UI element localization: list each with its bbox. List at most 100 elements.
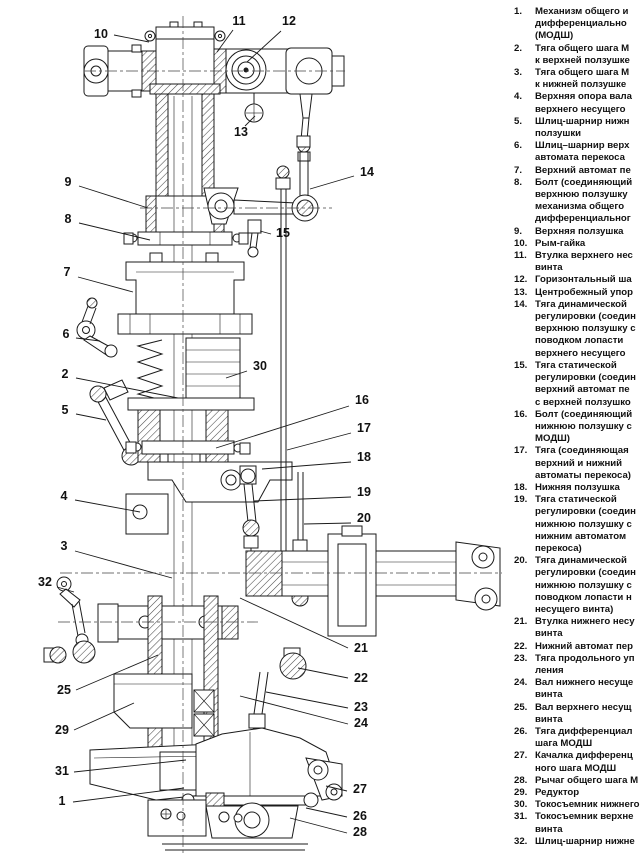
callout-number: 21 bbox=[354, 641, 368, 655]
callout-leader-line bbox=[215, 405, 350, 449]
callout-leader-line bbox=[78, 222, 151, 241]
callout-24: 24 bbox=[239, 695, 368, 730]
callout-15: 15 bbox=[259, 226, 290, 240]
lower-swashplate-assembly bbox=[125, 440, 293, 560]
legend-item-text: Верхний автомат пе bbox=[535, 164, 631, 176]
callout-leader-line bbox=[325, 785, 348, 792]
callout-number: 11 bbox=[232, 14, 245, 28]
legend-item-text: Токосъемник нижнего bbox=[535, 799, 640, 811]
legend-item-22: 22.Нижний автомат пер bbox=[514, 641, 640, 653]
callout-number: 28 bbox=[353, 825, 367, 839]
legend-item-10: 10.Рым-гайка bbox=[514, 238, 640, 250]
upper-slip-ring bbox=[127, 337, 255, 411]
callout-leader-line bbox=[74, 499, 141, 513]
callout-number: 7 bbox=[64, 265, 71, 279]
legend-item-number: 23. bbox=[514, 652, 528, 664]
legend-item-text: Центробежный упор bbox=[535, 286, 634, 298]
callout-leader-line bbox=[75, 654, 159, 691]
callout-leader-line bbox=[286, 432, 352, 451]
callout-number: 15 bbox=[276, 226, 290, 240]
callout-number: 14 bbox=[360, 165, 374, 179]
callout-27: 27 bbox=[325, 782, 367, 796]
callout-number: 13 bbox=[234, 125, 248, 139]
legend-item-12: 12.Горизонтальный ша bbox=[514, 274, 640, 286]
legend-item-number: 26. bbox=[514, 725, 528, 737]
callout-number: 26 bbox=[353, 809, 367, 823]
callout-number: 2 bbox=[62, 367, 69, 381]
callout-number: 32 bbox=[38, 575, 52, 589]
callout-28: 28 bbox=[289, 817, 367, 839]
callout-leader-line bbox=[77, 276, 134, 293]
legend-item-number: 31. bbox=[514, 811, 528, 823]
callout-number: 25 bbox=[57, 683, 71, 697]
callout-leader-line bbox=[253, 496, 352, 502]
legend-item-13: 13. Центробежный упор bbox=[514, 287, 640, 299]
callout-number: 6 bbox=[63, 327, 70, 341]
legend-item-text: Редуктор bbox=[535, 787, 580, 798]
legend-item-text: Нижний автомат пер bbox=[535, 640, 633, 652]
callout-number: 18 bbox=[357, 450, 371, 464]
callout-22: 22 bbox=[297, 667, 368, 685]
legend-item-text: Рым-гайка bbox=[535, 237, 586, 249]
callout-leader-line bbox=[289, 817, 348, 834]
callout-6: 6 bbox=[63, 327, 101, 342]
callout-leader-line bbox=[56, 586, 75, 593]
legend-item-number: 1. bbox=[514, 6, 523, 17]
callout-number: 4 bbox=[61, 489, 68, 503]
callout-29: 29 bbox=[55, 702, 135, 737]
callout-leader-line bbox=[72, 787, 185, 803]
callout-12: 12 bbox=[246, 14, 296, 63]
callout-number: 8 bbox=[65, 212, 72, 226]
legend-item-29: 29. Редуктор bbox=[514, 787, 640, 799]
callout-leader-line bbox=[75, 413, 107, 421]
callout-number: 10 bbox=[94, 27, 108, 41]
callout-23: 23 bbox=[265, 691, 368, 714]
callout-16: 16 bbox=[215, 393, 369, 449]
legend-item-text: Верхняя ползушка bbox=[535, 225, 624, 237]
callout-number: 24 bbox=[354, 716, 368, 730]
callout-26: 26 bbox=[305, 807, 367, 823]
legend-item-number: 2. bbox=[514, 42, 523, 54]
legend-item-number: 3. bbox=[514, 67, 523, 79]
callout-leader-line bbox=[73, 702, 135, 731]
callout-leader-line bbox=[239, 695, 349, 725]
callout-number: 17 bbox=[357, 421, 371, 435]
callout-number: 31 bbox=[55, 764, 69, 778]
callout-leader-line bbox=[75, 337, 101, 342]
callout-number: 22 bbox=[354, 671, 368, 685]
centerlines bbox=[58, 16, 502, 853]
callout-leader-line bbox=[259, 230, 272, 235]
gearbox-and-modsh bbox=[89, 727, 343, 851]
callout-17: 17 bbox=[286, 421, 371, 451]
callout-leader-line bbox=[78, 185, 149, 209]
lower-rotor-hub bbox=[43, 525, 501, 761]
callout-number: 29 bbox=[55, 723, 69, 737]
callout-21: 21 bbox=[239, 597, 368, 655]
legend-item-number: 29. bbox=[514, 787, 528, 798]
callout-31: 31 bbox=[55, 759, 187, 778]
legend-item-number: 21. bbox=[514, 616, 528, 628]
legend-item-number: 13. bbox=[514, 286, 528, 298]
callout-number: 1 bbox=[59, 794, 66, 808]
